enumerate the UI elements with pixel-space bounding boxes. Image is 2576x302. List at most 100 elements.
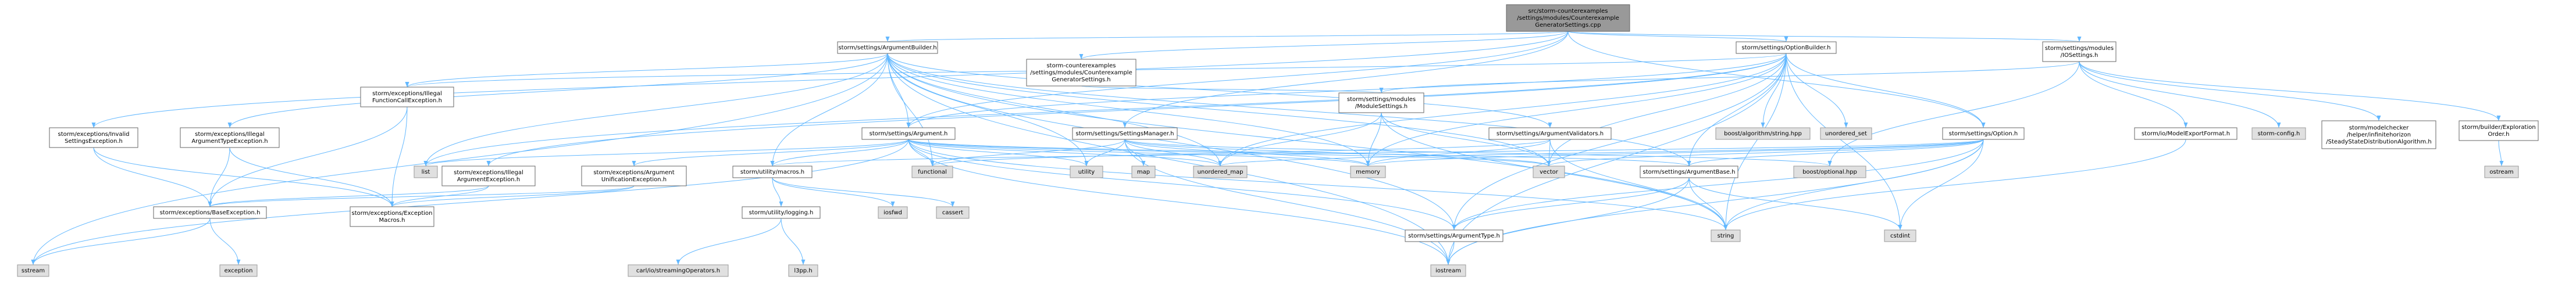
edge-invalid_settings_exc-to-exception_macros: [93, 147, 394, 207]
edge-root-to-invalid_settings_exc: [91, 31, 1569, 128]
edge-argument_base-to-cstdint: [1688, 177, 1902, 231]
edge-option_builder-to-iostream: [1446, 53, 1787, 265]
node-model-export-format[interactable]: storm/io/ModelExportFormat.h: [2134, 127, 2237, 140]
node-io-settings[interactable]: storm/settings/modules/IOSettings.h: [2042, 41, 2117, 62]
node-module-settings[interactable]: storm/settings/modules/ModuleSettings.h: [1338, 92, 1424, 113]
edge-module_settings-to-unordered_map: [1218, 112, 1382, 167]
node-label: cassert: [942, 210, 963, 216]
node-option-builder[interactable]: storm/settings/OptionBuilder.h: [1736, 41, 1837, 54]
node-label: storm/settings/ArgumentType.h: [1408, 233, 1500, 239]
node-box: [17, 264, 49, 277]
node-memory: memory: [1350, 166, 1386, 178]
node-label: functional: [918, 169, 947, 175]
node-box: [1820, 127, 1872, 140]
edge-option_h-to-argument_type: [1452, 139, 1984, 231]
edge-argument_h-to-argument_base: [908, 139, 1691, 167]
edge-settings_manager-to-vector: [1124, 139, 1551, 167]
node-label: vector: [1540, 169, 1559, 175]
node-label: string: [1718, 233, 1734, 239]
node-base-exception[interactable]: storm/exceptions/BaseException.h: [153, 206, 267, 219]
node-sstream: sstream: [17, 264, 49, 277]
node-box: [1430, 264, 1466, 277]
node-ce-settings-h[interactable]: storm-counterexamples/settings/modules/C…: [1026, 59, 1136, 87]
edge-io_settings-to-exploration_order: [2079, 61, 2501, 121]
node-argument-h[interactable]: storm/settings/Argument.h: [861, 127, 956, 140]
node-label: storm/settings/ArgumentBuilder.h: [838, 45, 936, 51]
edge-option_h-to-argument_base: [1687, 139, 1984, 167]
edge-root-to-ce_settings_h: [1079, 31, 1569, 60]
edge-illegal_arg_type_exc-to-base_exception: [208, 147, 230, 207]
node-sshelper[interactable]: storm/modelchecker/helper/infinitehorizo…: [2321, 120, 2436, 149]
node-label: storm/settings/ArgumentBase.h: [1642, 169, 1735, 175]
node-label: storm-counterexamples/settings/modules/C…: [1030, 63, 1132, 83]
node-box: [2251, 127, 2306, 140]
edge-argument_builder-to-argument_base: [887, 53, 1691, 167]
node-argument-validators[interactable]: storm/settings/ArgumentValidators.h: [1488, 127, 1612, 140]
edge-argument_builder-to-memory: [887, 53, 1370, 167]
node-logging[interactable]: storm/utility/logging.h: [742, 206, 821, 219]
edge-argument_type-to-iostream: [1446, 241, 1455, 265]
edge-argument_h-to-sstream: [31, 139, 909, 265]
edge-option_builder-to-unordered_set: [1786, 53, 1848, 128]
node-option-h[interactable]: storm/settings/Option.h: [1942, 127, 2025, 140]
edge-root-to-argument_h: [906, 31, 1569, 128]
node-box: [936, 206, 970, 219]
node-unordered-map: unordered_map: [1193, 166, 1248, 178]
edge-argument_builder-to-vector: [887, 53, 1551, 167]
edge-option_builder-to-string: [1723, 53, 1787, 231]
node-boost-optional: boost/optional.hpp: [1793, 166, 1866, 178]
node-functional: functional: [911, 166, 953, 178]
node-string: string: [1711, 229, 1741, 242]
edge-argument_h-to-list: [423, 139, 909, 167]
edge-arg_unification_exc-to-base_exception: [208, 185, 635, 207]
node-argument-type[interactable]: storm/settings/ArgumentType.h: [1405, 229, 1503, 242]
node-argument-base[interactable]: storm/settings/ArgumentBase.h: [1640, 166, 1738, 178]
node-label: iosfwd: [883, 210, 902, 216]
node-exception: exception: [219, 264, 258, 277]
node-label: sstream: [22, 268, 45, 274]
node-box: [219, 264, 258, 277]
node-settings-manager[interactable]: storm/settings/SettingsManager.h: [1072, 127, 1178, 140]
edge-model_export_format-to-string: [1723, 139, 2186, 231]
edge-root-to-settings_manager: [1123, 31, 1569, 128]
node-box: [1942, 127, 2025, 140]
node-box: [1072, 127, 1178, 140]
node-utility-macros[interactable]: storm/utility/macros.h: [732, 166, 813, 178]
node-label: carl/io/streamingOperators.h: [636, 268, 720, 274]
edge-option_builder-to-argument_type: [1452, 53, 1787, 231]
node-unordered-set: unordered_set: [1820, 127, 1872, 140]
node-label: ostream: [2489, 169, 2513, 175]
node-label: boost/algorithm/string.hpp: [1724, 131, 1802, 137]
edge-argument_builder-to-utility: [887, 53, 1089, 167]
node-box: [49, 127, 138, 148]
edge-argument_h-to-utility: [908, 139, 1089, 167]
edge-illegal_arg_exc-to-base_exception: [208, 185, 489, 207]
node-box: [2459, 120, 2539, 141]
edge-argument_builder-to-list: [423, 53, 888, 167]
edge-argument_h-to-string: [908, 139, 1728, 231]
edge-io_settings-to-sshelper: [2079, 61, 2381, 121]
node-label: storm/settings/modules/IOSettings.h: [2045, 45, 2114, 59]
node-label: storm-config.h: [2258, 131, 2300, 137]
node-root[interactable]: src/storm-counterexamples/settings/modul…: [1506, 4, 1630, 32]
node-box: [1405, 229, 1503, 242]
node-box: [1533, 166, 1565, 178]
node-argument-builder[interactable]: storm/settings/ArgumentBuilder.h: [837, 41, 938, 54]
node-box: [788, 264, 818, 277]
node-label: l3pp.h: [794, 268, 812, 274]
edge-argument_builder-to-sstream: [31, 53, 888, 265]
edge-root-to-option_builder: [1567, 31, 1788, 42]
node-iostream: iostream: [1430, 264, 1466, 277]
